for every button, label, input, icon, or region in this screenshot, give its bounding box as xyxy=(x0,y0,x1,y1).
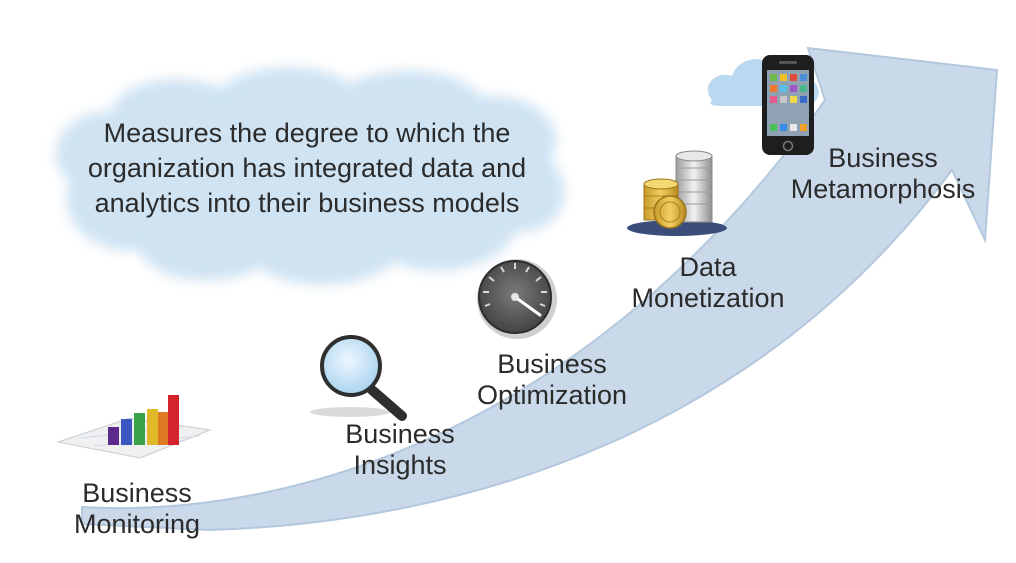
magnifier-icon xyxy=(310,335,407,421)
stage-label-data-monetization: Data Monetization xyxy=(631,252,785,313)
stage-label-business-monitoring: Business Monitoring xyxy=(73,478,201,539)
coins-icon xyxy=(627,150,727,236)
speedometer-icon xyxy=(477,259,557,339)
smartphone-cloud-icon xyxy=(707,55,819,155)
description-cloud xyxy=(55,67,565,285)
stage-label-business-insights: Business Insights xyxy=(345,419,455,480)
cloud-shape xyxy=(55,67,565,285)
arrow-shape xyxy=(81,46,999,532)
stage-label-business-optimization: Business Optimization xyxy=(476,349,628,410)
bar-chart-icon xyxy=(56,395,212,459)
stage-label-business-metamorphosis: Business Metamorphosis xyxy=(790,143,976,204)
growth-arrow xyxy=(81,46,999,532)
description-text: Measures the degree to which the organiz… xyxy=(87,118,527,219)
